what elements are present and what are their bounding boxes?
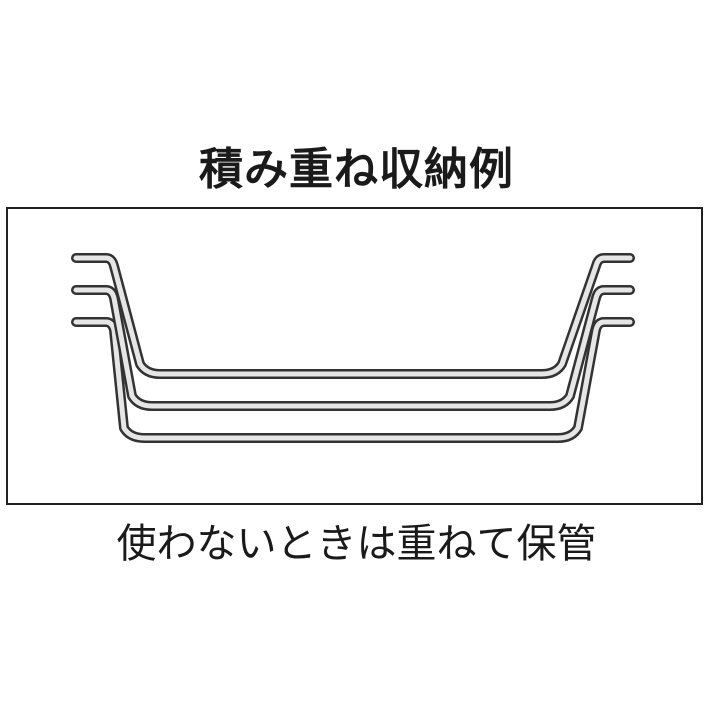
tray-highlight-1 xyxy=(73,255,633,377)
tray-outline-2 xyxy=(71,285,635,411)
tray-highlight-2 xyxy=(73,287,633,409)
tray-highlight-3 xyxy=(73,319,633,441)
diagram-title: 積み重ね収納例 xyxy=(199,144,514,195)
tray-outline-3 xyxy=(71,317,635,443)
illustration-frame xyxy=(6,207,703,505)
stacked-trays-illustration xyxy=(71,253,635,443)
diagram-caption: 使わないときは重ねて保管 xyxy=(116,521,597,567)
tray-outline-1 xyxy=(71,253,635,379)
